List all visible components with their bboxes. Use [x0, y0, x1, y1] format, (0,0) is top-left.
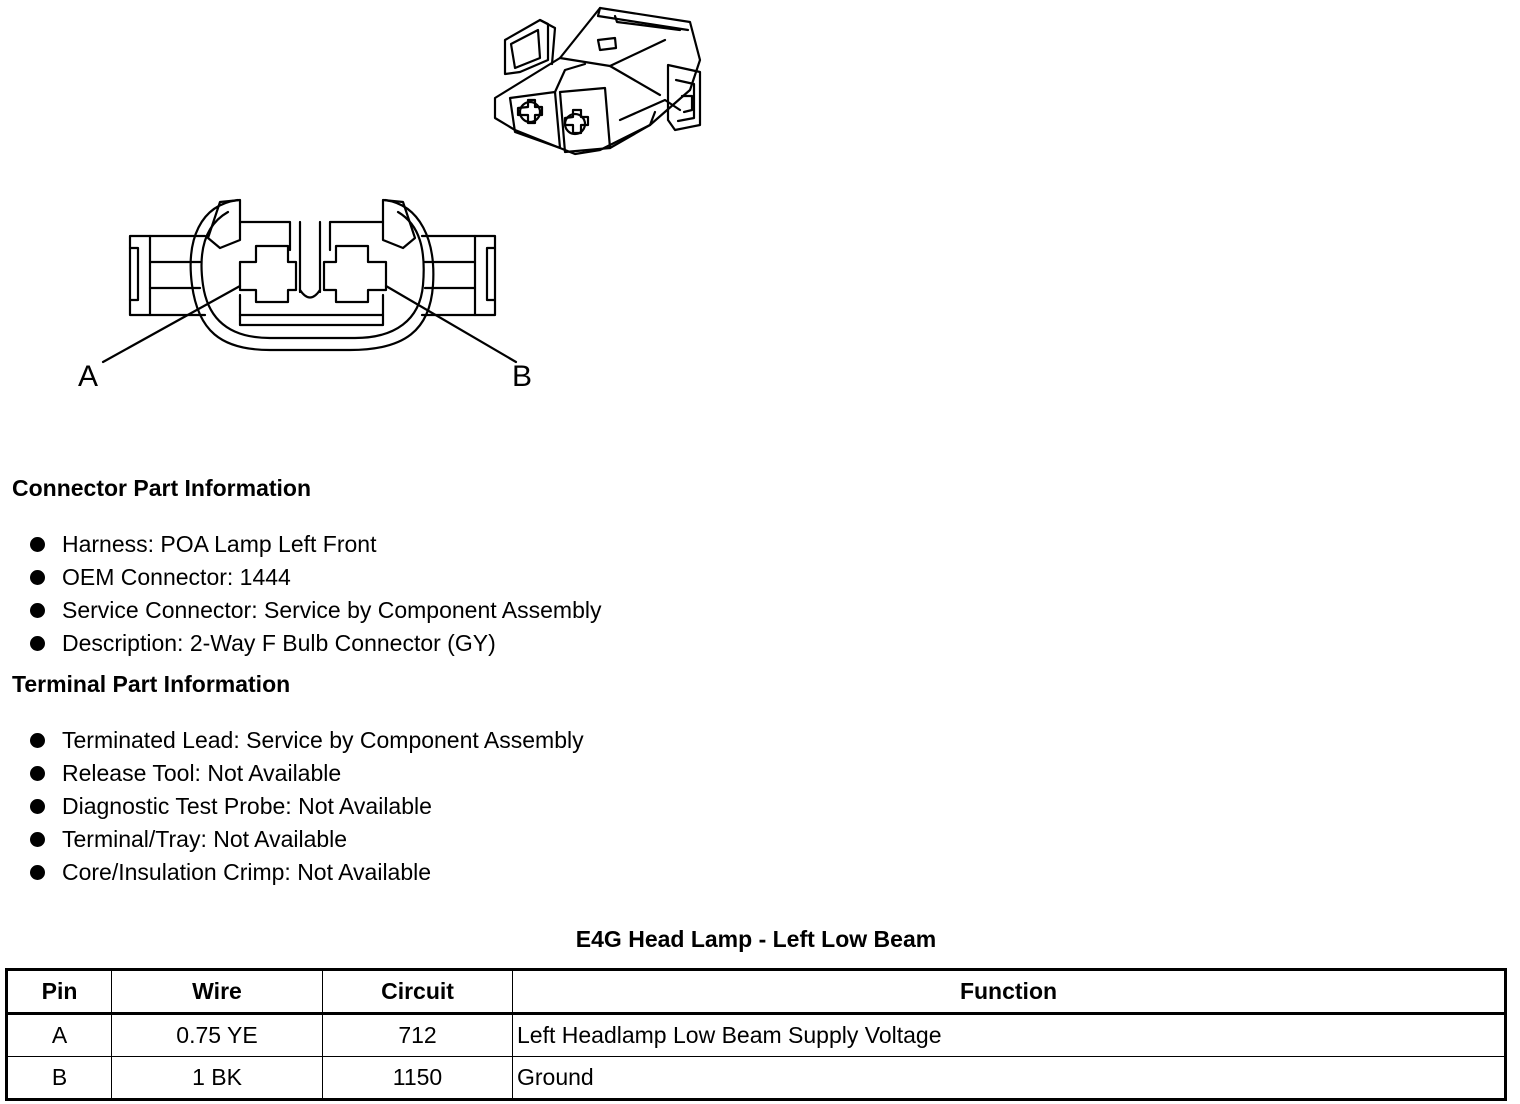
list-item: Terminated Lead: Service by Component As…	[30, 724, 584, 757]
column-header-pin: Pin	[6, 969, 112, 1015]
pin-b-label: B	[512, 360, 532, 393]
terminal-part-info-heading: Terminal Part Information	[12, 671, 291, 697]
list-item: Service Connector: Service by Component …	[30, 594, 601, 627]
list-item: Diagnostic Test Probe: Not Available	[30, 790, 584, 823]
list-item: Terminal/Tray: Not Available	[30, 823, 584, 856]
cell-pin: B	[6, 1056, 112, 1100]
cell-wire: 1 BK	[111, 1056, 323, 1100]
bullet-icon	[30, 799, 45, 814]
connector-front-view-illustration	[101, 198, 518, 364]
pin-a-label: A	[78, 360, 98, 393]
bullet-icon	[30, 603, 45, 618]
list-item: OEM Connector: 1444	[30, 561, 601, 594]
bullet-icon	[30, 570, 45, 585]
bullet-icon	[30, 832, 45, 847]
list-item-text: Description: 2-Way F Bulb Connector (GY)	[62, 630, 496, 656]
column-header-circuit: Circuit	[322, 969, 513, 1015]
pinout-table: Pin Wire Circuit Function A 0.75 YE 712 …	[5, 968, 1507, 1101]
column-header-wire: Wire	[111, 969, 323, 1015]
connector-diagram: A B	[78, 6, 702, 393]
cell-function: Ground	[512, 1056, 1506, 1100]
cell-function: Left Headlamp Low Beam Supply Voltage	[512, 1013, 1506, 1057]
connector-part-info-list: Harness: POA Lamp Left Front OEM Connect…	[30, 528, 601, 660]
list-item: Description: 2-Way F Bulb Connector (GY)	[30, 627, 601, 660]
cell-circuit: 1150	[322, 1056, 513, 1100]
list-item-text: Terminated Lead: Service by Component As…	[62, 727, 584, 753]
cell-pin: A	[6, 1013, 112, 1057]
list-item-text: Diagnostic Test Probe: Not Available	[62, 793, 432, 819]
connector-part-info-heading: Connector Part Information	[12, 475, 312, 501]
terminal-part-info-list: Terminated Lead: Service by Component As…	[30, 724, 584, 889]
bullet-icon	[30, 865, 45, 880]
bullet-icon	[30, 636, 45, 651]
list-item-text: Service Connector: Service by Component …	[62, 597, 602, 623]
cell-wire: 0.75 YE	[111, 1013, 323, 1057]
list-item-text: Core/Insulation Crimp: Not Available	[62, 859, 432, 885]
list-item-text: Terminal/Tray: Not Available	[62, 826, 348, 852]
list-item-text: Harness: POA Lamp Left Front	[62, 531, 377, 557]
cell-circuit: 712	[322, 1013, 513, 1057]
bullet-icon	[30, 537, 45, 552]
list-item: Release Tool: Not Available	[30, 757, 584, 790]
column-header-function: Function	[512, 969, 1506, 1015]
pinout-table-title: E4G Head Lamp - Left Low Beam	[575, 926, 937, 952]
table-row: A 0.75 YE 712 Left Headlamp Low Beam Sup…	[6, 1013, 1506, 1057]
connector-isometric-illustration	[493, 6, 702, 156]
bullet-icon	[30, 733, 45, 748]
bullet-icon	[30, 766, 45, 781]
table-header-row: Pin Wire Circuit Function	[6, 969, 1506, 1015]
list-item-text: Release Tool: Not Available	[62, 760, 342, 786]
list-item: Core/Insulation Crimp: Not Available	[30, 856, 584, 889]
table-row: B 1 BK 1150 Ground	[6, 1056, 1506, 1100]
list-item: Harness: POA Lamp Left Front	[30, 528, 601, 561]
list-item-text: OEM Connector: 1444	[62, 564, 291, 590]
